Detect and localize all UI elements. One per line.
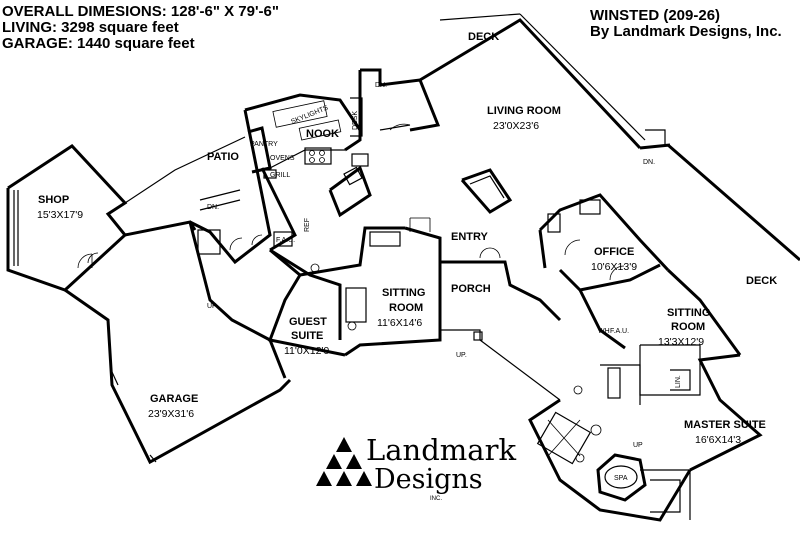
living-area-text: LIVING: 3298 square feet [2, 19, 179, 36]
pantry-label: PANTRY [250, 141, 278, 148]
center-walls [267, 217, 562, 401]
master-suite-label: MASTER SUITE [684, 419, 766, 431]
dn-label-1: DN. [375, 82, 387, 89]
shop-dims: 15'3X17'9 [37, 209, 83, 221]
nook-label: NOOK [306, 128, 339, 140]
living-room-dims: 23'0X23'6 [493, 120, 539, 132]
lin-label: LIN. [675, 375, 682, 388]
sitting-room-1-label-2: ROOM [389, 302, 423, 314]
shop-label: SHOP [38, 194, 69, 206]
office-dims: 10'6X13'9 [591, 261, 637, 273]
master-suite-dims: 16'6X14'3 [695, 434, 741, 446]
garage-area-text: GARAGE: 1440 square feet [2, 35, 195, 52]
porch-label: PORCH [451, 283, 491, 295]
desk-label: DESK [352, 111, 359, 130]
patio-label: PATIO [207, 151, 239, 163]
guest-suite-label: GUEST [289, 316, 327, 328]
logo-line-1: Landmark [366, 433, 517, 467]
designer-text: By Landmark Designs, Inc. [590, 23, 782, 40]
small-labels: DN. DN. DN. UP. UP. UP DESK SKYLIGHTS PA… [207, 82, 682, 482]
dn-label-2: DN. [643, 159, 655, 166]
sitting-room-1-dims: 11'6X14'6 [377, 317, 422, 329]
ovens-label: OVENS [270, 155, 295, 162]
garage-dims: 23'9X31'6 [148, 408, 194, 420]
right-wing-walls [528, 143, 800, 522]
guest-suite-label-2: SUITE [291, 330, 323, 342]
sitting-room-1-label: SITTING [382, 287, 425, 299]
skylights-label: SKYLIGHTS [290, 105, 329, 126]
landmark-logo-mark [316, 437, 372, 486]
spa-label: SPA [614, 475, 628, 482]
up-label-2: UP. [456, 352, 467, 359]
dn-label-3: DN. [207, 204, 219, 211]
entry-label: ENTRY [451, 231, 489, 243]
guest-suite-dims: 11'0X12'0 [284, 345, 329, 357]
sitting-room-2-label: SITTING [667, 307, 710, 319]
deck-top-label: DECK [468, 31, 499, 43]
garage-label: GARAGE [150, 393, 198, 405]
plan-name-text: WINSTED (209-26) [590, 7, 721, 24]
wh-label: WH [598, 328, 610, 335]
sitting-room-2-label-2: ROOM [671, 321, 705, 333]
fau-label-2: F.A.U. [610, 328, 629, 335]
logo-line-2: Designs [374, 464, 483, 495]
up-label-3: UP [633, 442, 643, 449]
fau-label-1: F.A.U. [276, 237, 295, 244]
ref-label: REF [304, 218, 311, 232]
patio-kitchen-walls [124, 93, 372, 265]
grill-label: GRILL [270, 172, 290, 179]
overall-dimensions-text: OVERALL DIMESIONS: 128'-6" X 79'-6" [2, 3, 279, 20]
living-room-label: LIVING ROOM [487, 105, 561, 117]
room-labels: SHOP 15'3X17'9 GARAGE 23'9X31'6 PATIO NO… [37, 31, 777, 446]
sitting-room-2-dims: 13'3X12'9 [658, 336, 704, 348]
up-label-1: UP. [207, 303, 218, 310]
logo-inc: INC. [430, 496, 442, 502]
office-label: OFFICE [594, 246, 634, 258]
deck-right-label: DECK [746, 275, 777, 287]
living-walls [344, 13, 671, 214]
